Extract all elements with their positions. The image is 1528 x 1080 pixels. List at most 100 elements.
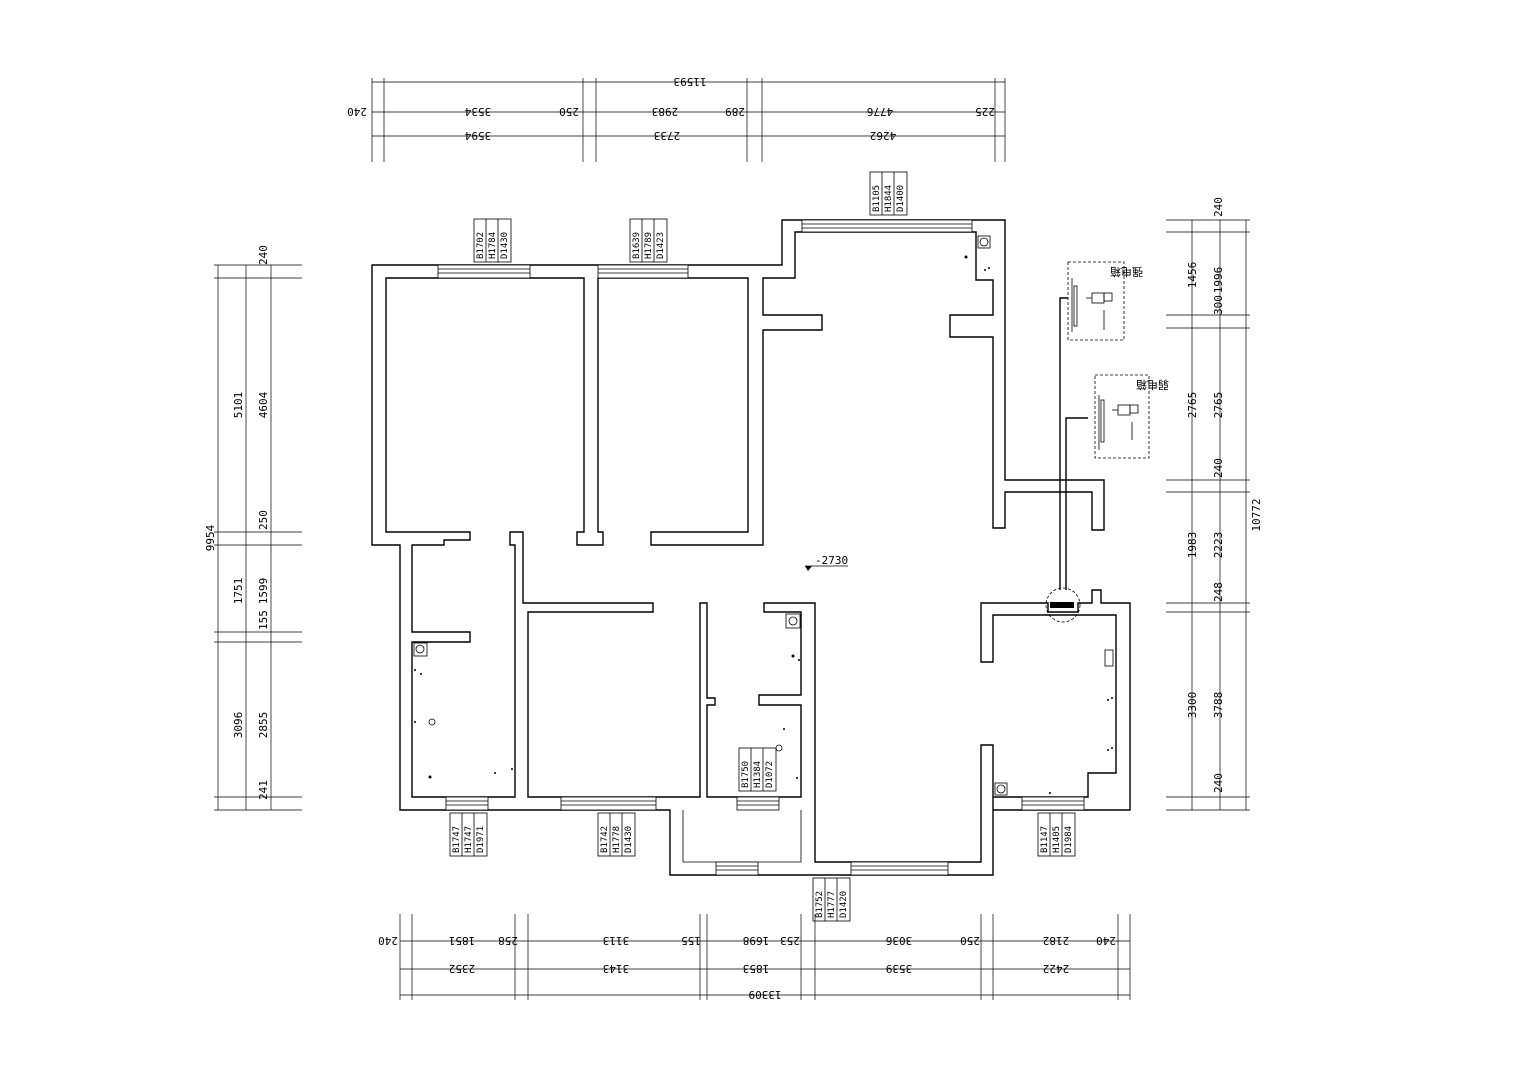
dimension-value: 3594 xyxy=(464,129,491,142)
window-spec: D1423 xyxy=(656,232,666,259)
dimension-value: 250 xyxy=(257,510,270,530)
dimension-value: 4776 xyxy=(867,105,894,118)
window-spec: D1430 xyxy=(500,232,510,259)
dimension-value: 240 xyxy=(347,105,367,118)
dimension-labels: 11593 3594 2733 4262 3534 2983 4776 240 250 289 22… xyxy=(204,75,1263,1001)
balcony-wall xyxy=(682,810,802,863)
dimension-value: 13309 xyxy=(748,988,781,1001)
dimension-value: 240 xyxy=(1212,458,1225,478)
outer-wall xyxy=(371,219,1131,876)
dimension-lines xyxy=(217,81,1247,996)
elevation-label: -2730 xyxy=(815,554,848,567)
window-spec: H1405 xyxy=(1052,826,1062,853)
window-spec: B1105 xyxy=(872,185,882,212)
dimension-value: 155 xyxy=(681,934,701,947)
window-spec: D1984 xyxy=(1064,826,1074,853)
window-spec: D1072 xyxy=(765,761,775,788)
window-spec: B1747 xyxy=(452,826,462,853)
dimension-value: 2352 xyxy=(449,962,476,975)
dimension-value: 2182 xyxy=(1043,934,1070,947)
dimension-value: 11593 xyxy=(673,75,706,88)
dimension-value: 1751 xyxy=(232,578,245,605)
window-spec: D1971 xyxy=(476,826,486,853)
dimension-value: 2855 xyxy=(257,712,270,739)
dimension-value: 2765 xyxy=(1186,392,1199,419)
window-spec: B1750 xyxy=(741,761,751,788)
dimension-value: 1996 xyxy=(1212,267,1225,294)
window-spec: D1400 xyxy=(896,185,906,212)
dimension-value: 1851 xyxy=(449,934,476,947)
window-spec: B1147 xyxy=(1040,826,1050,853)
dimension-value: 3788 xyxy=(1212,692,1225,719)
dimension-value: 240 xyxy=(378,934,398,947)
dimension-value: 1853 xyxy=(743,962,770,975)
dimension-value: 3036 xyxy=(886,934,913,947)
dimension-value: 1983 xyxy=(1186,532,1199,559)
dimension-value: 241 xyxy=(257,780,270,800)
dimension-value: 2733 xyxy=(654,129,681,142)
dimension-value: 5101 xyxy=(232,392,245,419)
electrical-cabinets: 强电箱 弱电箱 xyxy=(1045,261,1169,623)
window-spec: H1384 xyxy=(753,761,763,788)
distribution-point xyxy=(1045,587,1081,623)
window-spec: B1752 xyxy=(815,891,825,918)
strong-cabinet-label: 强电箱 xyxy=(1110,265,1143,279)
dimension-value: 300 xyxy=(1212,295,1225,315)
window-spec: D1430 xyxy=(624,826,634,853)
weak-cabinet-box xyxy=(1094,374,1150,459)
window-spec: H1777 xyxy=(827,891,837,918)
window-spec: B1702 xyxy=(476,232,486,259)
dimension-value: 289 xyxy=(725,105,745,118)
dimension-value: 1599 xyxy=(257,578,270,605)
dimension-value: 1698 xyxy=(743,934,770,947)
dimension-value: 240 xyxy=(1096,934,1116,947)
dimension-value: 248 xyxy=(1212,582,1225,602)
dimension-value: 3300 xyxy=(1186,692,1199,719)
window-spec: H1844 xyxy=(884,185,894,212)
window-spec: B1742 xyxy=(600,826,610,853)
dimension-value: 225 xyxy=(975,105,995,118)
elevation-mark: -2730 xyxy=(805,554,848,571)
dimension-value: 240 xyxy=(257,245,270,265)
dimension-value: 2223 xyxy=(1212,532,1225,559)
fixtures xyxy=(413,235,1114,796)
dimension-value: 253 xyxy=(780,934,800,947)
dimension-value: 3113 xyxy=(603,934,630,947)
dimension-value: 2422 xyxy=(1043,962,1070,975)
dimension-value: 250 xyxy=(559,105,579,118)
window-spec: H1778 xyxy=(612,826,622,853)
dimension-value: 2765 xyxy=(1212,392,1225,419)
weak-cabinet-label: 弱电箱 xyxy=(1136,378,1169,392)
dimension-value: 240 xyxy=(1212,773,1225,793)
dimension-value: 4604 xyxy=(257,391,270,418)
dimension-value: 3143 xyxy=(603,962,630,975)
dimension-value: 155 xyxy=(257,610,270,630)
dimension-value: 1456 xyxy=(1186,262,1199,289)
window-spec: D1420 xyxy=(839,891,849,918)
dimension-value: 250 xyxy=(960,934,980,947)
dimension-value: 2983 xyxy=(652,105,679,118)
window-spec: H1784 xyxy=(488,232,498,259)
dimension-value: 3534 xyxy=(464,105,491,118)
dimension-value: 4262 xyxy=(870,129,897,142)
dimension-value: 10772 xyxy=(1250,498,1263,531)
cable-run xyxy=(1059,297,1088,590)
dimension-value: 3096 xyxy=(232,712,245,739)
window-spec: H1789 xyxy=(644,232,654,259)
window-spec: B1639 xyxy=(632,232,642,259)
dimension-value: 258 xyxy=(498,934,518,947)
window-spec: H1747 xyxy=(464,826,474,853)
dimension-value: 9954 xyxy=(204,524,217,551)
strong-cabinet-box xyxy=(1067,261,1125,341)
dimension-value: 240 xyxy=(1212,197,1225,217)
window-openings xyxy=(437,219,1085,876)
dimension-value: 3539 xyxy=(886,962,913,975)
